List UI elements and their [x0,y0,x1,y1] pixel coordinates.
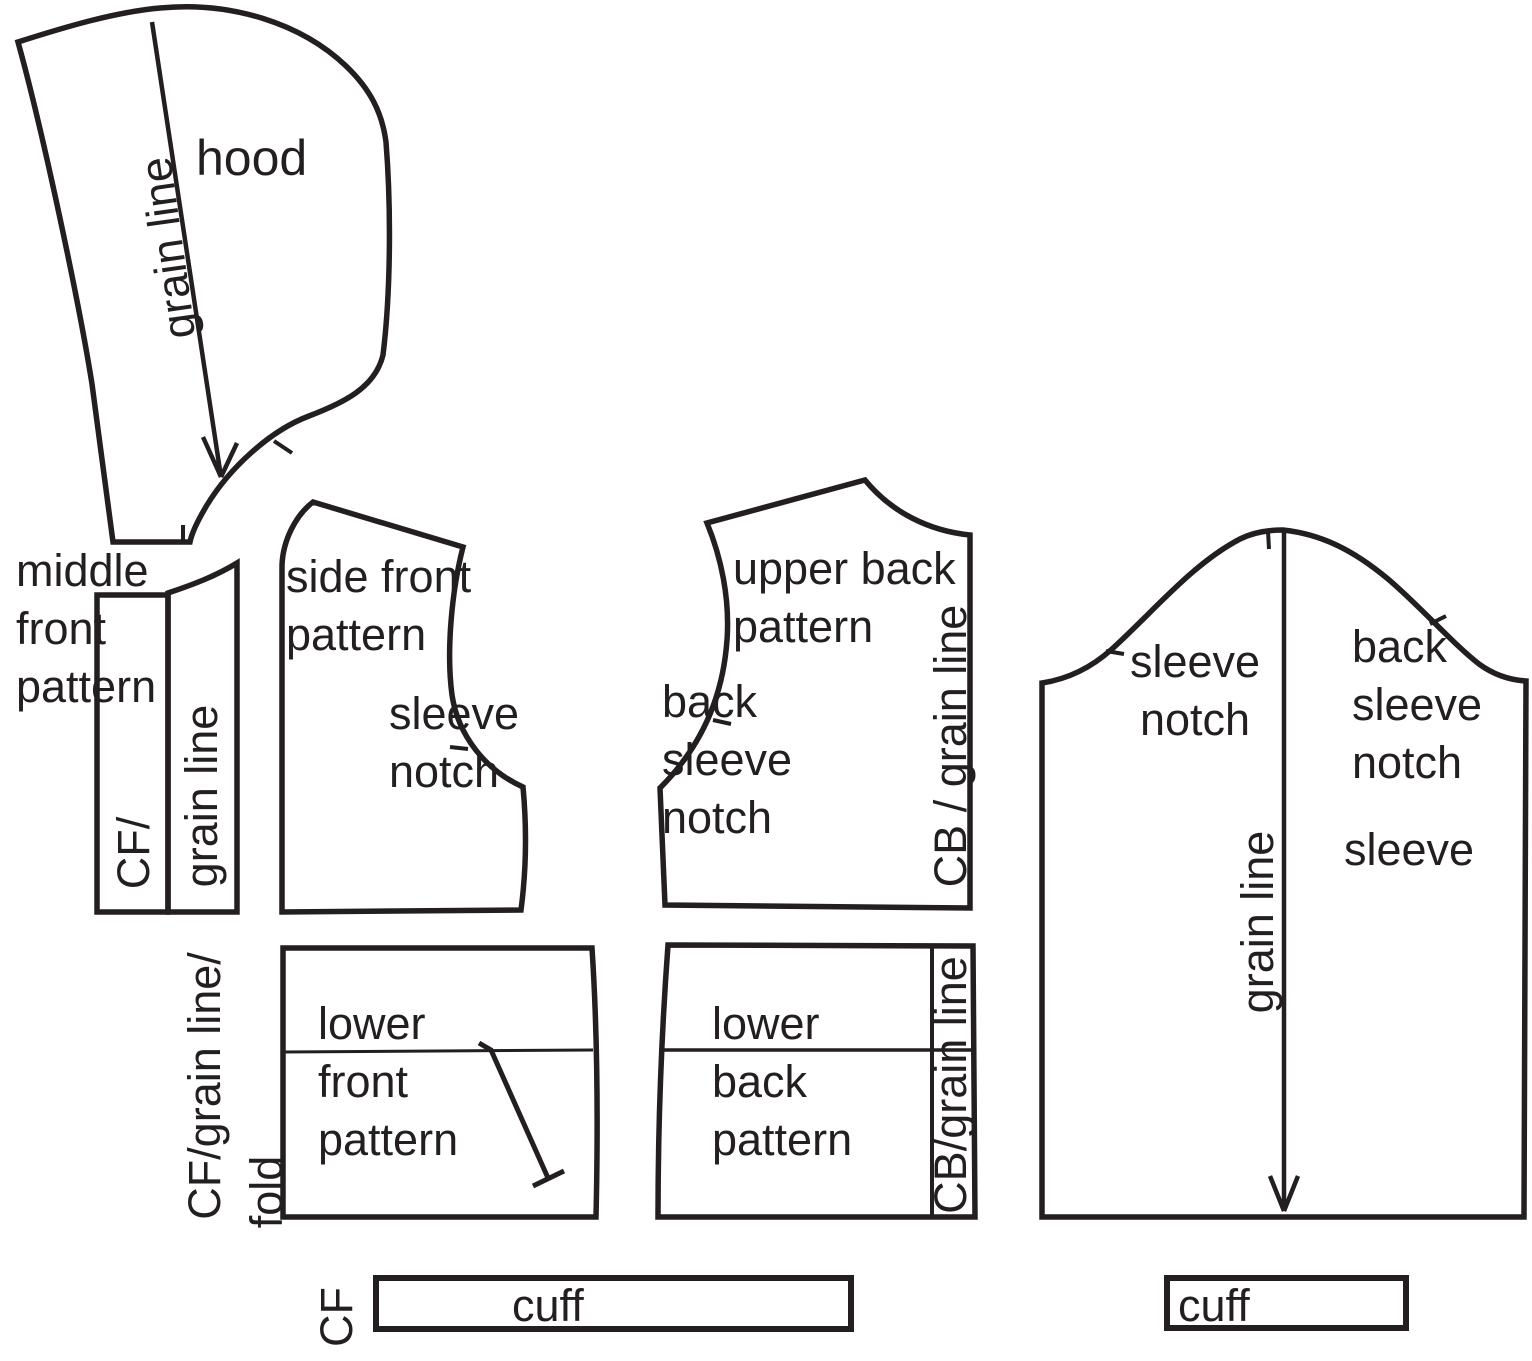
hood-outline [14,4,393,545]
lower-front-fold-label: fold [241,1155,292,1229]
lower-front-outline [280,945,600,1220]
middle-front-grain-panel [165,558,240,915]
side-front-label: side front pattern [286,551,472,660]
sleeve-front-notch-label: sleeve notch [1129,636,1261,745]
sleeve-label: sleeve [1344,824,1475,875]
hood-neck-notch [272,439,294,455]
lower-back-label: lower back pattern [712,998,853,1165]
front-cuff-label: cuff [512,1280,584,1331]
upper-back-outline [657,476,973,911]
hood-grain-arrow [149,21,240,478]
sleeve-back-notch-mark [1429,614,1447,626]
sleeve-outline [1039,527,1529,1220]
upper-back-label: upper back pattern [733,543,956,652]
sleeve-top-notch-mark [1266,530,1271,550]
sleeve-front-notch-mark [1105,649,1125,656]
lower-back-outline [655,942,978,1220]
lower-front-cf-grain-label: CF/grain line/ [179,952,230,1220]
lower-back-cb-grain-label: CB/grain line [925,956,976,1214]
middle-front-grain-line-label: grain line [176,704,227,888]
hood-label: hood [196,130,308,186]
sleeve-grain-arrow [1267,530,1301,1212]
upper-back-cb-grain-label: CB / grain line [925,604,976,888]
lower-front-waist-seam-line [282,1048,594,1054]
sleeve-cuff-outline [1164,1275,1409,1331]
upper-back-sleeve-notch-mark [712,718,732,726]
front-cuff-cf-label: CF [311,1287,362,1347]
middle-front-cf-label: CF/ [108,816,159,890]
side-front-sleeve-notch-mark [449,745,469,751]
side-front-sleeve-notch-label: sleeve notch [389,688,520,797]
lower-front-label: lower front pattern [318,998,459,1165]
side-front-outline [279,498,529,915]
middle-front-label: middle front pattern [16,545,157,712]
lower-front-pocket-line [477,1040,566,1189]
upper-back-sleeve-notch-label: back sleeve notch [662,676,793,843]
sleeve-grain-line-label: grain line [1232,830,1283,1014]
sleeve-back-notch-label: back sleeve notch [1352,621,1483,788]
sleeve-cuff-label: cuff [1178,1280,1250,1331]
front-cuff-outline [373,1275,854,1332]
